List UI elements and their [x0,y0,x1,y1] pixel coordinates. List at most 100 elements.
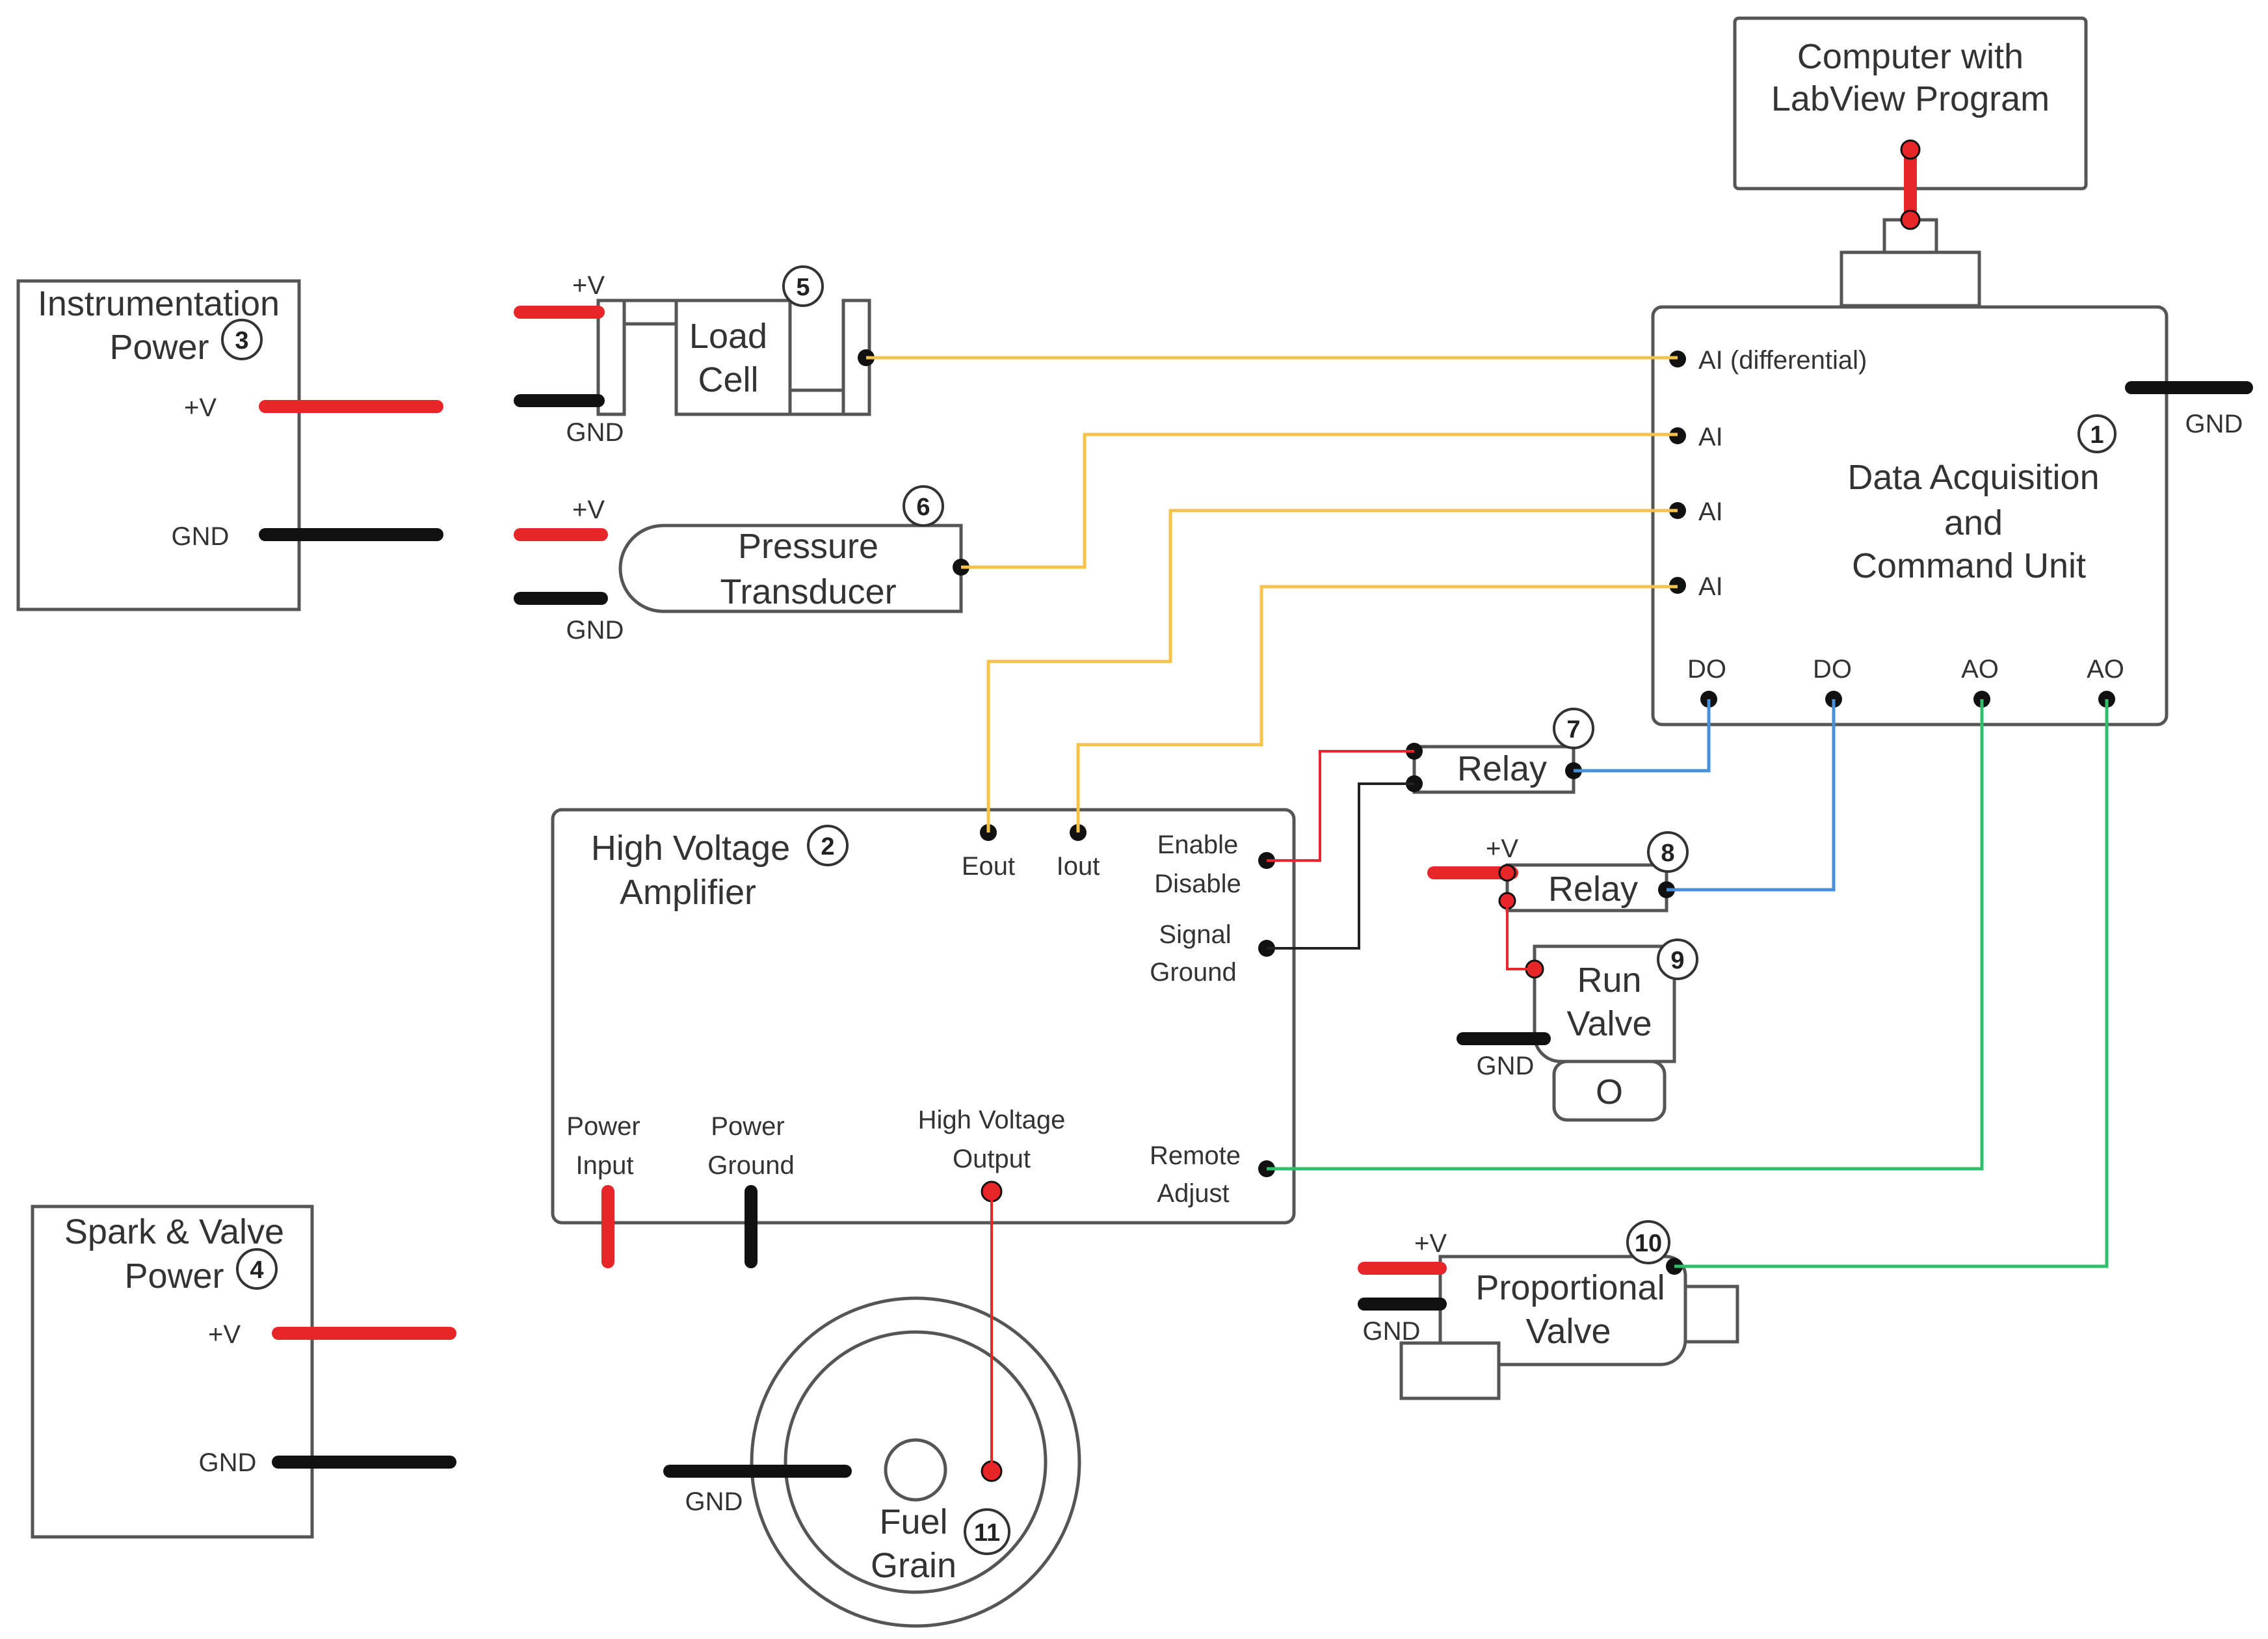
hva-adjust-label: Adjust [1157,1179,1229,1208]
inst-power-number: 3 [235,327,248,354]
hva-eout-label: Eout [962,852,1015,881]
wire-eout-to-ai [986,509,1678,833]
spark-power-number: 4 [250,1257,263,1284]
fuel-gnd-label: GND [685,1487,743,1516]
daq-ai-label: AI [1698,498,1723,526]
spark-power-number-badge [236,1248,278,1290]
prop-valve-label-line1: Proportional [1475,1268,1665,1307]
relay8-number: 8 [1661,840,1674,867]
load-cell: Load Cell 5 +V GND [514,265,875,447]
relay-7: Relay 7 [1406,708,1594,794]
fuel-number-badge [964,1508,1010,1555]
hva-ground-label: Ground [1150,958,1236,987]
hva-power-input-label2: Input [576,1151,634,1180]
signal-wires [866,356,2109,1471]
spark-power-v-label: +V [208,1320,241,1349]
wire-relay8-to-do [1667,699,1836,892]
wire-pressure-to-ai [961,433,1678,569]
prop-valve-label-line2: Valve [1525,1312,1611,1351]
prop-valve-number-badge [1626,1220,1670,1264]
hva-iout-label: Iout [1057,852,1100,881]
run-valve-port-glyph: O [1596,1073,1623,1112]
daq-unit: Data Acquisition and Command Unit 1 AI (… [1651,305,2253,726]
relay7-number: 7 [1566,716,1580,743]
daq-ao-label: AO [2087,655,2124,684]
daq-do-label: DO [1687,655,1726,684]
spark-power-label-line1: Spark & Valve [64,1212,284,1251]
daq-gnd-label: GND [2185,410,2243,438]
relay-8: Relay 8 +V [1427,831,1689,913]
proportional-valve: Proportional Valve 10 +V GND [1358,1220,1739,1400]
pressure-label-line2: Transducer [720,572,896,611]
pressure-transducer: Pressure Transducer 6 +V GND [514,485,969,645]
load-cell-label-line2: Cell [698,360,758,399]
daq-ai-diff-label: AI (differential) [1698,346,1867,375]
computer-block: Computer with LabView Program [1733,16,2088,308]
wire-prop-valve-to-ao [1674,699,2109,1268]
computer-label-line2: LabView Program [1771,79,2050,118]
wire-relay7-to-do [1574,699,1711,773]
hva-hv-label2: Output [953,1145,1031,1173]
hva-power-ground-label1: Power [711,1112,784,1141]
prop-valve-gnd-label: GND [1363,1317,1421,1346]
load-cell-number-badge [782,265,824,307]
computer-label-line1: Computer with [1797,37,2024,76]
pressure-label-line1: Pressure [738,527,878,566]
load-cell-label-line1: Load [689,317,767,356]
relay8-v-label: +V [1486,834,1518,863]
hva-enable-label: Enable [1157,831,1239,859]
relay8-power-terminal [1498,864,1516,882]
spark-valve-power: Spark & Valve Power 4 +V GND [31,1205,456,1539]
inst-power-v-label: +V [184,393,217,422]
pressure-number-badge [903,485,944,527]
pressure-v-label: +V [572,496,605,524]
prop-valve-v-label: +V [1414,1229,1447,1258]
inst-power-gnd-label: GND [172,522,230,551]
daq-ai-label: AI [1698,423,1723,451]
daq-do-label: DO [1813,655,1852,684]
daq-label-line3: Command Unit [1852,546,2086,585]
usb-cable-end [1900,209,1921,230]
fuel-number: 11 [974,1519,1000,1547]
run-valve-label-line2: Valve [1566,1004,1652,1043]
wire-remote-adjust-to-ao [1267,699,1984,1171]
relay7-number-badge [1553,708,1594,749]
hva-power-input-label1: Power [566,1112,640,1141]
fuel-label-line2: Grain [871,1546,956,1585]
instrumentation-power: Instrumentation Power 3 +V GND [16,279,443,611]
wire-iout-to-ai [1076,585,1678,833]
hva-label-line2: Amplifier [620,873,756,912]
hva-power-ground-label2: Ground [707,1151,794,1180]
run-valve-number-badge [1657,939,1698,980]
daq-label-line2: and [1944,503,2003,542]
hva-remote-label: Remote [1150,1141,1241,1170]
hva-signal-label: Signal [1159,920,1231,949]
load-cell-gnd-label: GND [566,418,624,447]
high-voltage-amplifier: High Voltage Amplifier 2 Eout Iout Enabl… [551,808,1296,1268]
spark-power-label-line2: Power [124,1257,224,1296]
fuel-grain: Fuel Grain 11 GND [663,1296,1081,1628]
hva-hv-label1: High Voltage [918,1106,1066,1134]
hva-number-badge [807,825,849,866]
load-cell-number: 5 [796,274,810,301]
inst-power-label-line1: Instrumentation [38,284,280,323]
relay8-number-badge [1647,831,1689,873]
spark-power-gnd-label: GND [199,1448,257,1477]
daq-ao-label: AO [1961,655,1999,684]
run-valve-number: 9 [1670,947,1684,974]
relay8-label: Relay [1548,870,1638,909]
wire-relay8-to-run-valve [1506,901,1535,970]
fuel-label-line1: Fuel [879,1502,947,1541]
daq-label-line1: Data Acquisition [1847,458,2099,497]
inst-power-number-badge [221,319,263,360]
prop-valve-number: 10 [1635,1230,1662,1257]
inst-power-label-line2: Power [109,328,209,367]
pressure-gnd-label: GND [566,616,624,645]
wire-signal-ground-to-relay7 [1267,782,1414,950]
run-valve-label-line1: Run [1577,961,1641,1000]
usb-cable-end [1900,139,1921,160]
wire-enable-to-relay7 [1267,750,1414,862]
hva-disable-label: Disable [1154,870,1241,898]
relay7-label: Relay [1457,749,1547,788]
